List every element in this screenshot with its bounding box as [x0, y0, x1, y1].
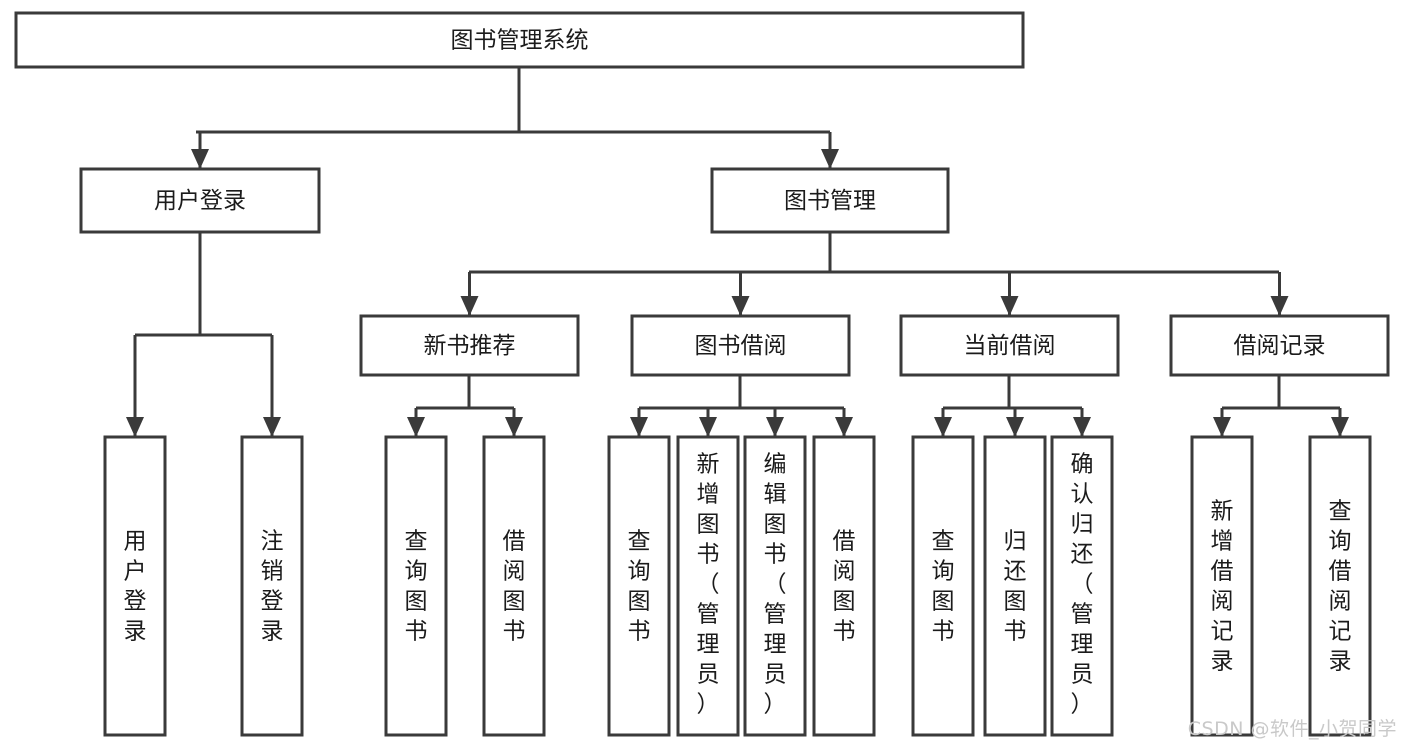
arrow-head-icon — [263, 417, 281, 437]
arrow-head-icon — [1000, 296, 1019, 316]
node-leaf-10[interactable]: 归还图书 — [983, 435, 1047, 737]
arrow-head-icon — [731, 296, 750, 316]
diagram-nodes: 图书管理系统用户登录图书管理新书推荐图书借阅当前借阅借阅记录用户登录注销登录查询… — [14, 11, 1390, 737]
node-l3-3[interactable]: 当前借阅 — [899, 314, 1120, 377]
node-label: 借阅图书 — [503, 529, 526, 645]
node-root[interactable]: 图书管理系统 — [14, 11, 1025, 69]
node-label: 编辑图书（管理员） — [764, 452, 787, 718]
arrow-head-icon — [1331, 417, 1349, 437]
arrow-head-icon — [1073, 417, 1091, 437]
node-label: 图书借阅 — [695, 333, 787, 359]
node-box[interactable] — [899, 314, 1120, 377]
node-label: 确认归还（管理员） — [1071, 452, 1094, 718]
node-leaf-4[interactable]: 借阅图书 — [482, 435, 546, 737]
node-box[interactable] — [240, 435, 304, 737]
node-l3-4[interactable]: 借阅记录 — [1169, 314, 1390, 377]
node-leaf-3[interactable]: 查询图书 — [384, 435, 448, 737]
node-label: 图书管理系统 — [451, 28, 589, 54]
node-label: 新增图书（管理员） — [697, 452, 720, 718]
node-box[interactable] — [384, 435, 448, 737]
node-label: 借阅图书 — [833, 529, 856, 645]
node-leaf-5[interactable]: 查询图书 — [607, 435, 671, 737]
node-box[interactable] — [676, 435, 740, 737]
arrow-head-icon — [1213, 417, 1231, 437]
arrow-head-icon — [126, 417, 144, 437]
node-leaf-13[interactable]: 查询借阅记录 — [1308, 435, 1372, 737]
node-box[interactable] — [630, 314, 851, 377]
node-leaf-6[interactable]: 新增图书（管理员） — [676, 435, 740, 737]
node-box[interactable] — [710, 167, 950, 234]
node-leaf-2[interactable]: 注销登录 — [240, 435, 304, 737]
arrow-head-icon — [934, 417, 952, 437]
arrow-head-icon — [505, 417, 523, 437]
node-box[interactable] — [911, 435, 975, 737]
node-box[interactable] — [1308, 435, 1372, 737]
node-leaf-12[interactable]: 新增借阅记录 — [1190, 435, 1254, 737]
node-label: 查询图书 — [405, 529, 428, 645]
node-label: 新书推荐 — [424, 333, 516, 359]
node-label: 图书管理 — [784, 188, 876, 214]
node-leaf-7[interactable]: 编辑图书（管理员） — [743, 435, 807, 737]
node-label: 当前借阅 — [964, 333, 1056, 359]
node-box[interactable] — [359, 314, 580, 377]
arrow-head-icon — [407, 417, 425, 437]
node-label: 借阅记录 — [1234, 333, 1326, 359]
arrow-head-icon — [191, 149, 209, 169]
node-l2-2[interactable]: 图书管理 — [710, 167, 950, 234]
arrow-head-icon — [460, 296, 479, 316]
arrow-head-icon — [835, 417, 853, 437]
connector-lines — [126, 67, 1349, 437]
node-label: 查询借阅记录 — [1329, 499, 1352, 675]
node-label: 用户登录 — [124, 529, 147, 645]
node-box[interactable] — [1050, 435, 1114, 737]
node-label: 查询图书 — [628, 529, 651, 645]
node-box[interactable] — [607, 435, 671, 737]
node-box[interactable] — [79, 167, 321, 234]
arrow-head-icon — [1270, 296, 1289, 316]
node-box[interactable] — [482, 435, 546, 737]
node-label: 归还图书 — [1004, 529, 1027, 645]
node-label: 新增借阅记录 — [1211, 499, 1234, 675]
node-leaf-8[interactable]: 借阅图书 — [812, 435, 876, 737]
arrow-head-icon — [821, 149, 839, 169]
node-box[interactable] — [14, 11, 1025, 69]
node-l3-1[interactable]: 新书推荐 — [359, 314, 580, 377]
arrow-head-icon — [1006, 417, 1024, 437]
node-l2-1[interactable]: 用户登录 — [79, 167, 321, 234]
arrow-head-icon — [630, 417, 648, 437]
arrow-head-icon — [766, 417, 784, 437]
node-box[interactable] — [1169, 314, 1390, 377]
node-leaf-11[interactable]: 确认归还（管理员） — [1050, 435, 1114, 737]
node-l3-2[interactable]: 图书借阅 — [630, 314, 851, 377]
node-box[interactable] — [103, 435, 167, 737]
node-label: 查询图书 — [932, 529, 955, 645]
node-leaf-9[interactable]: 查询图书 — [911, 435, 975, 737]
node-box[interactable] — [983, 435, 1047, 737]
node-box[interactable] — [1190, 435, 1254, 737]
node-label: 用户登录 — [154, 188, 246, 214]
node-leaf-1[interactable]: 用户登录 — [103, 435, 167, 737]
node-box[interactable] — [812, 435, 876, 737]
arrow-head-icon — [699, 417, 717, 437]
node-label: 注销登录 — [261, 529, 284, 645]
node-box[interactable] — [743, 435, 807, 737]
